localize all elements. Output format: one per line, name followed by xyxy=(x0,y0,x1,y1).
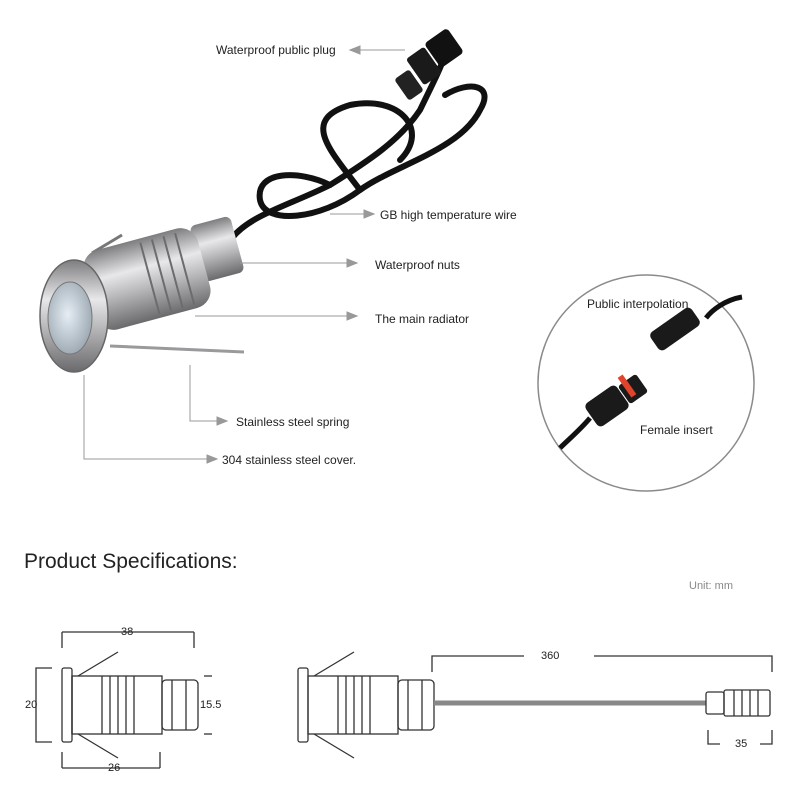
lamp-body xyxy=(39,216,245,373)
dim-height-right: 15.5 xyxy=(200,699,222,711)
spec-drawing-front xyxy=(35,631,212,769)
dim-cable-length: 360 xyxy=(541,650,560,662)
label-steel-cover: 304 stainless steel cover. xyxy=(222,453,357,467)
label-waterproof-nuts: Waterproof nuts xyxy=(375,258,460,272)
connector-inset xyxy=(537,274,755,492)
label-public-interpolation: Public interpolation xyxy=(587,297,689,311)
label-waterproof-plug: Waterproof public plug xyxy=(216,43,336,57)
waterproof-plug xyxy=(395,29,463,100)
unit-label: Unit: mm xyxy=(689,580,733,592)
spec-drawing-length xyxy=(297,651,773,759)
label-high-temp-wire: GB high temperature wire xyxy=(380,208,517,222)
label-main-radiator: The main radiator xyxy=(375,312,470,326)
callout-lines xyxy=(83,45,405,464)
dim-length-top: 38 xyxy=(121,626,134,638)
dim-plug-length: 35 xyxy=(735,738,748,750)
label-steel-spring: Stainless steel spring xyxy=(236,415,350,429)
cable-coil xyxy=(229,52,488,241)
label-female-insert: Female insert xyxy=(640,423,713,437)
dim-height-left: 20 xyxy=(25,699,38,711)
spec-heading: Product Specifications: xyxy=(24,550,238,573)
dim-length-bottom: 26 xyxy=(108,762,121,774)
